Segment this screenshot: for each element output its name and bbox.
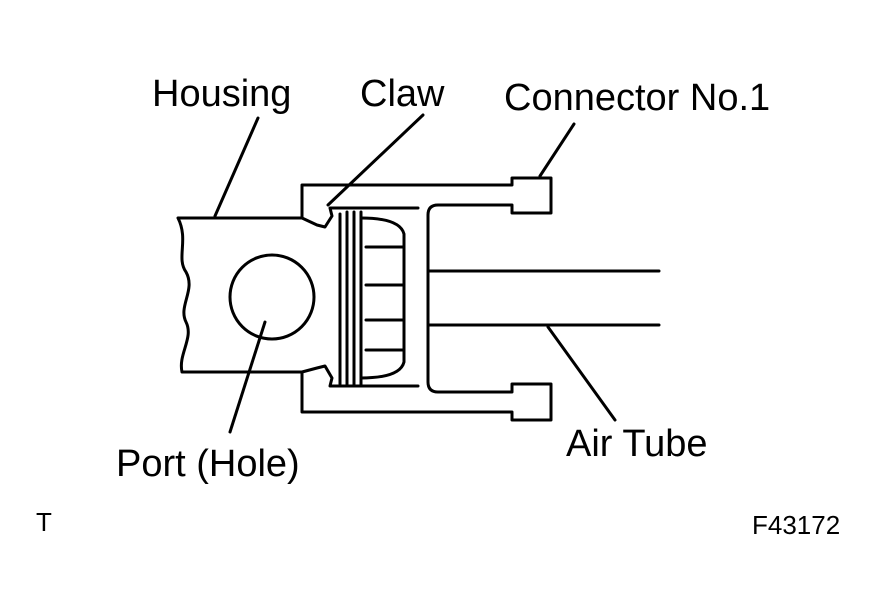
claw-leader [326, 113, 425, 207]
figure-id-label: F43172 [752, 510, 840, 540]
connector-outline [300, 176, 553, 422]
housing-label: Housing [152, 73, 291, 115]
air-tube-label: Air Tube [566, 423, 708, 465]
port-leader [228, 320, 267, 434]
claw-label: Claw [360, 73, 445, 115]
lock-plates [338, 210, 363, 388]
corner-mark-label: T [36, 507, 52, 537]
port-label: Port (Hole) [116, 443, 300, 485]
connector-label: Connector No.1 [504, 77, 770, 119]
housing-leader [213, 116, 260, 218]
housing-body [176, 216, 304, 374]
claw-bottom [300, 364, 420, 388]
air-tube [426, 269, 661, 327]
air-tube-leader [546, 325, 617, 422]
port-hole [228, 253, 316, 341]
ribbed-core [359, 216, 406, 380]
connector-leader [538, 122, 576, 178]
core-ribs [364, 245, 406, 352]
claw-top [300, 206, 420, 229]
